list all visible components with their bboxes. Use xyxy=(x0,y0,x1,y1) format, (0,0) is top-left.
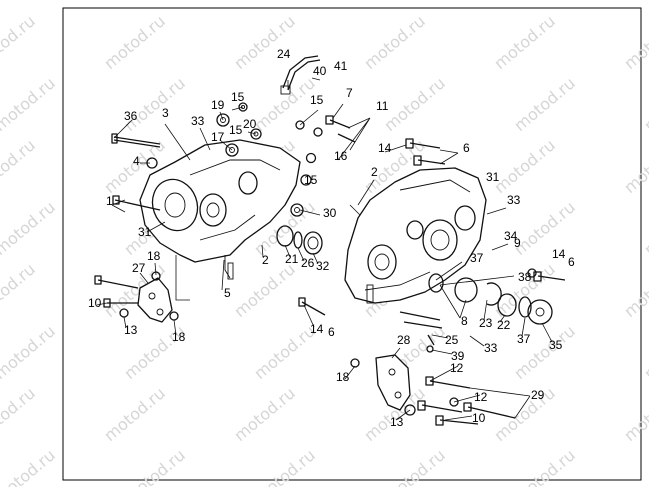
callout-number: 18 xyxy=(147,249,161,263)
callout-number: 1 xyxy=(106,194,113,208)
callout-number: 12 xyxy=(474,390,488,404)
callout-number: 17 xyxy=(211,130,225,144)
callout-number: 29 xyxy=(531,388,545,402)
callout-number: 23 xyxy=(479,316,493,330)
callout-number: 9 xyxy=(514,236,521,250)
callout-number: 33 xyxy=(191,114,205,128)
callout-number: 13 xyxy=(124,323,138,337)
lower-left-mount-bracket xyxy=(94,271,179,323)
callout-number: 11 xyxy=(376,99,389,113)
watermark-text: motod.ru xyxy=(0,11,39,73)
callout-number: 30 xyxy=(323,206,337,220)
callout-number: 26 xyxy=(301,256,315,270)
callout-number: 4 xyxy=(133,154,140,168)
callout-number: 31 xyxy=(138,225,152,239)
callout-number: 10 xyxy=(88,296,102,310)
callout-number: 12 xyxy=(450,361,464,375)
callout-number: 18 xyxy=(336,370,350,384)
watermark-text: motod.ru xyxy=(640,73,649,135)
watermark-text: motod.ru xyxy=(0,445,59,487)
lower-right-mount-bracket xyxy=(350,345,516,426)
callout-number: 36 xyxy=(124,109,138,123)
callout-number: 22 xyxy=(497,318,511,332)
watermark-text: motod.ru xyxy=(0,321,59,383)
callout-number: 39 xyxy=(451,349,465,363)
bolts-upper xyxy=(111,115,566,282)
callout-number: 7 xyxy=(346,86,353,100)
watermark-text: motod.ru xyxy=(640,445,649,487)
top-washers-nuts xyxy=(146,102,323,217)
callout-number: 14 xyxy=(378,141,392,155)
callout-number: 20 xyxy=(243,117,257,131)
lower-studs xyxy=(298,297,443,346)
callout-number: 24 xyxy=(277,47,291,61)
callout-number: 40 xyxy=(313,64,327,78)
watermark-text: motod.ru xyxy=(0,383,39,445)
watermark-text: motod.ru xyxy=(640,321,649,383)
callout-number: 35 xyxy=(549,338,563,352)
watermark-text: motod.ru xyxy=(0,259,39,321)
watermark-text: motod.ru xyxy=(640,197,649,259)
callout-number: 27 xyxy=(132,261,146,275)
callout-number: 16 xyxy=(334,149,348,163)
breather-hose xyxy=(280,55,321,95)
callout-number: 18 xyxy=(172,330,186,344)
callout-number: 6 xyxy=(568,255,575,269)
callout-number: 31 xyxy=(486,170,500,184)
callout-number: 13 xyxy=(390,415,404,429)
callout-number: 14 xyxy=(552,247,566,261)
left-crankcase-half xyxy=(139,139,301,280)
callout-number: 5 xyxy=(224,286,231,300)
callout-number: 3 xyxy=(162,106,169,120)
callout-number: 19 xyxy=(211,98,225,112)
callout-number: 14 xyxy=(310,322,324,336)
watermark-text: motod.ru xyxy=(0,197,59,259)
callout-number: 2 xyxy=(371,165,378,179)
callout-number: 33 xyxy=(484,341,498,355)
callout-number: 38 xyxy=(518,270,532,284)
callout-number: 21 xyxy=(285,252,299,266)
right-crankcase-half xyxy=(344,167,487,304)
callout-number: 37 xyxy=(517,332,531,346)
callout-number: 15 xyxy=(231,90,245,104)
callout-number: 10 xyxy=(472,411,486,425)
watermark-text: motod.ru xyxy=(0,135,39,197)
callout-number: 32 xyxy=(316,259,330,273)
callout-number: 6 xyxy=(328,325,335,339)
callout-number: 15 xyxy=(229,123,243,137)
callout-number: 15 xyxy=(304,173,318,187)
callout-number: 8 xyxy=(461,314,468,328)
callout-number: 41 xyxy=(334,59,348,73)
callout-number: 28 xyxy=(397,333,411,347)
callout-number: 2 xyxy=(262,253,269,267)
callout-number: 34 xyxy=(504,229,518,243)
callout-number: 33 xyxy=(507,193,521,207)
callout-number: 25 xyxy=(445,333,459,347)
callout-number: 15 xyxy=(310,93,324,107)
callout-number: 37 xyxy=(470,251,484,265)
leader-lines xyxy=(96,77,553,421)
watermark-text: motod.ru xyxy=(0,73,59,135)
callout-number: 6 xyxy=(463,141,470,155)
